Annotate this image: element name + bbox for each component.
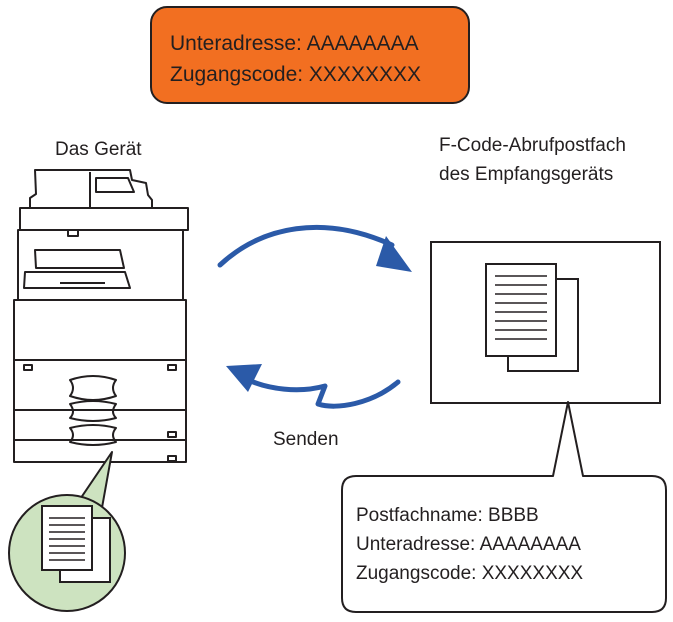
fetch-arrow	[217, 225, 412, 272]
mailbox-callout: Postfachname: BBBB Unteradresse: AAAAAAA…	[341, 401, 667, 613]
mailbox-panel	[430, 241, 661, 404]
credentials-box-line1: Unteradresse: AAAAAAAA	[170, 32, 419, 55]
mailbox-label-line2: des Empfangsgeräts	[439, 164, 613, 185]
device-label: Das Gerät	[55, 139, 142, 160]
mailbox-label-line1: F-Code-Abrufpostfach	[439, 135, 626, 156]
credentials-box-line2: Zugangscode: XXXXXXXX	[170, 63, 421, 86]
send-arrow	[226, 364, 401, 409]
callout-line2: Unteradresse: AAAAAAAA	[356, 534, 581, 555]
credentials-box: Unteradresse: AAAAAAAA Zugangscode: XXXX…	[150, 6, 470, 104]
printer-device-icon	[13, 169, 189, 463]
documents-icon	[41, 505, 111, 583]
mailbox-documents-icon	[485, 263, 579, 372]
callout-line3: Zugangscode: XXXXXXXX	[356, 563, 583, 584]
send-label: Senden	[273, 429, 339, 450]
device-documents-bubble	[8, 451, 126, 612]
callout-line1: Postfachname: BBBB	[356, 505, 539, 526]
